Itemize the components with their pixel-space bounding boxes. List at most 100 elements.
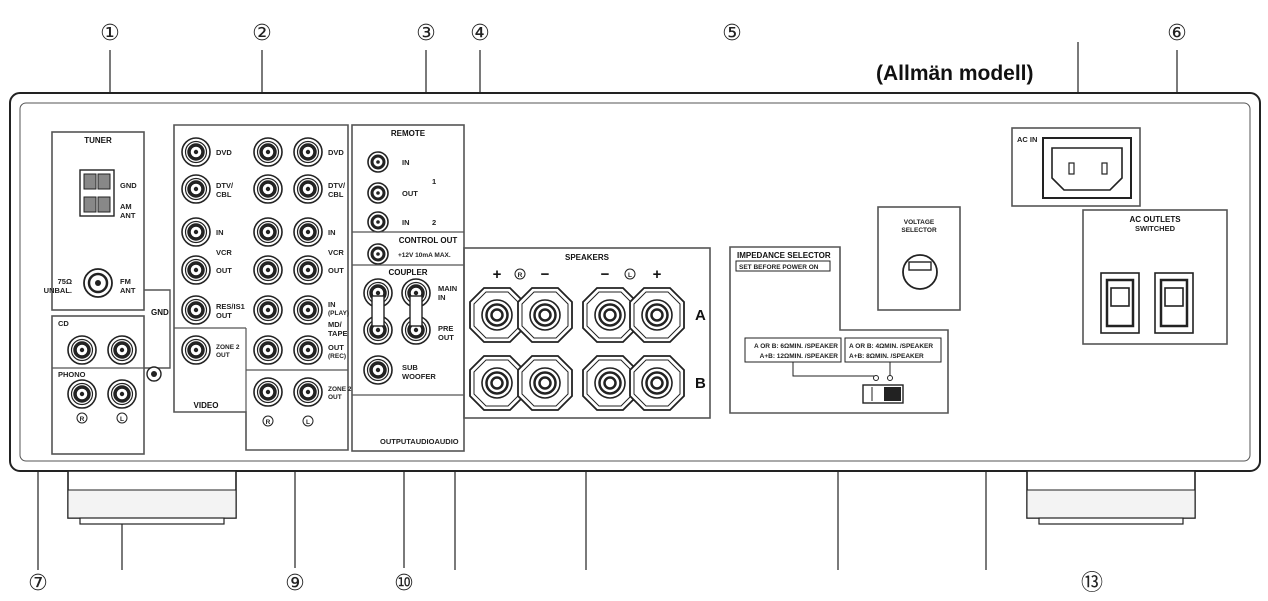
svg-text:L: L [306, 419, 310, 426]
av-inputs-section: VIDEO DVD DTV/ CBL IN VCR OUT RES/IS1 OU… [173, 124, 352, 451]
svg-text:IN: IN [402, 158, 410, 167]
callout-7: ⑦ [28, 571, 48, 596]
phono-cd-section: GND CD PHONO R L [51, 289, 171, 455]
svg-text:75Ω: 75Ω [58, 277, 72, 286]
svg-text:OUT: OUT [216, 266, 232, 275]
svg-text:CBL: CBL [216, 190, 232, 199]
callout-5: ⑤ [722, 21, 742, 46]
ac-outlet-1[interactable] [1100, 272, 1140, 334]
svg-text:OUT: OUT [328, 394, 342, 401]
ac-outlets-section: AC OUTLETS SWITCHED [1082, 209, 1228, 345]
left-foot [67, 470, 237, 525]
speaker-b-r-plus[interactable] [468, 354, 526, 412]
remote-in-1-jack[interactable] [366, 150, 390, 174]
audio-dtv-l-jack[interactable] [292, 173, 324, 205]
speaker-b-l-plus[interactable] [628, 354, 686, 412]
svg-text:VIDEO: VIDEO [194, 401, 219, 410]
remote-in-2-jack[interactable] [366, 210, 390, 234]
video-zone2-out-jack[interactable] [180, 334, 212, 366]
audio-vcr-out-l-jack[interactable] [292, 254, 324, 286]
svg-text:ZONE 2: ZONE 2 [216, 344, 240, 351]
phono-jack-r[interactable] [66, 378, 98, 410]
cd-jack-r[interactable] [66, 334, 98, 366]
svg-text:IN: IN [216, 228, 224, 237]
impedance-selector-section: IMPEDANCE SELECTOR SET BEFORE POWER ON A… [729, 246, 949, 414]
svg-text:SET BEFORE POWER ON: SET BEFORE POWER ON [739, 264, 819, 271]
svg-text:R: R [266, 419, 271, 426]
video-res-out-jack[interactable] [180, 294, 212, 326]
audio-zone2-l-jack[interactable] [292, 376, 324, 408]
control-out-jack[interactable] [366, 242, 390, 266]
impedance-slide-switch[interactable] [862, 384, 904, 404]
video-vcr-in-jack[interactable] [180, 216, 212, 248]
audio-dvd-r-jack[interactable] [252, 136, 284, 168]
video-vcr-out-jack[interactable] [180, 254, 212, 286]
svg-text:DVD: DVD [216, 148, 232, 157]
svg-text:L: L [120, 416, 124, 423]
svg-text:IN: IN [438, 293, 446, 302]
audio-md-in-l-jack[interactable] [292, 294, 324, 326]
gnd-terminal[interactable] [146, 366, 162, 382]
svg-text:MD/: MD/ [328, 320, 343, 329]
svg-text:+: + [493, 266, 502, 283]
svg-text:+12V 10mA MAX.: +12V 10mA MAX. [398, 252, 451, 259]
speaker-a-r-minus[interactable] [516, 286, 574, 344]
svg-text:IN: IN [328, 228, 336, 237]
speaker-b-l-minus[interactable] [581, 354, 639, 412]
svg-text:GND: GND [151, 308, 169, 317]
audio-md-out-l-jack[interactable] [292, 334, 324, 366]
voltage-selector-dial[interactable] [902, 254, 938, 290]
coupler-bridge-r[interactable] [371, 295, 385, 327]
speaker-a-l-plus[interactable] [628, 286, 686, 344]
video-dtv-jack[interactable] [180, 173, 212, 205]
audio-vcr-in-l-jack[interactable] [292, 216, 324, 248]
audio-dvd-l-jack[interactable] [292, 136, 324, 168]
svg-text:ANT: ANT [120, 286, 136, 295]
model-label: (Allmän modell) [876, 62, 1034, 85]
callout-10: ⑩ [394, 571, 414, 596]
phono-jack-l[interactable] [106, 378, 138, 410]
speaker-a-r-plus[interactable] [468, 286, 526, 344]
speakers-section: SPEAKERS + R − − L + A B [463, 247, 711, 419]
svg-text:SPEAKERS: SPEAKERS [565, 253, 610, 262]
subwoofer-jack[interactable] [362, 354, 394, 386]
svg-text:(REC): (REC) [328, 353, 346, 360]
audio-vcr-out-r-jack[interactable] [252, 254, 284, 286]
speaker-a-l-minus[interactable] [581, 286, 639, 344]
svg-text:A+B: 12ΩMIN. /SPEAKER: A+B: 12ΩMIN. /SPEAKER [760, 353, 839, 360]
svg-text:+: + [653, 266, 662, 283]
callout-9: ⑨ [285, 571, 305, 596]
svg-text:DVD: DVD [328, 148, 344, 157]
speaker-b-r-minus[interactable] [516, 354, 574, 412]
audio-md-out-r-jack[interactable] [252, 334, 284, 366]
svg-text:L: L [628, 272, 632, 279]
svg-text:AM: AM [120, 202, 132, 211]
svg-text:R: R [80, 416, 85, 423]
callout-1: ① [100, 21, 120, 46]
svg-text:OUT: OUT [216, 311, 232, 320]
voltage-selector-section: VOLTAGE SELECTOR [877, 206, 961, 311]
cd-jack-l[interactable] [106, 334, 138, 366]
remote-out-1-jack[interactable] [366, 181, 390, 205]
ac-outlet-2[interactable] [1154, 272, 1194, 334]
coupler-bridge-l[interactable] [409, 295, 423, 327]
svg-text:OUT: OUT [328, 343, 344, 352]
audio-zone2-r-jack[interactable] [252, 376, 284, 408]
svg-text:1: 1 [432, 177, 436, 186]
callout-2: ② [252, 21, 272, 46]
ac-inlet-socket[interactable] [1042, 137, 1132, 199]
svg-text:2: 2 [432, 218, 436, 227]
svg-text:SELECTOR: SELECTOR [901, 227, 937, 234]
svg-text:B: B [695, 375, 706, 392]
fm-antenna-jack[interactable] [83, 268, 113, 298]
audio-vcr-in-r-jack[interactable] [252, 216, 284, 248]
svg-text:TUNER: TUNER [84, 136, 112, 145]
svg-text:ANT: ANT [120, 211, 136, 220]
svg-text:A: A [695, 307, 706, 324]
video-dvd-jack[interactable] [180, 136, 212, 168]
audio-md-in-r-jack[interactable] [252, 294, 284, 326]
svg-text:DTV/: DTV/ [216, 181, 234, 190]
audio-dtv-r-jack[interactable] [252, 173, 284, 205]
remote-coupler-section: REMOTE IN OUT 1 IN 2 CONTROL OUT +12V 10… [351, 124, 465, 452]
svg-text:OUT: OUT [402, 189, 418, 198]
